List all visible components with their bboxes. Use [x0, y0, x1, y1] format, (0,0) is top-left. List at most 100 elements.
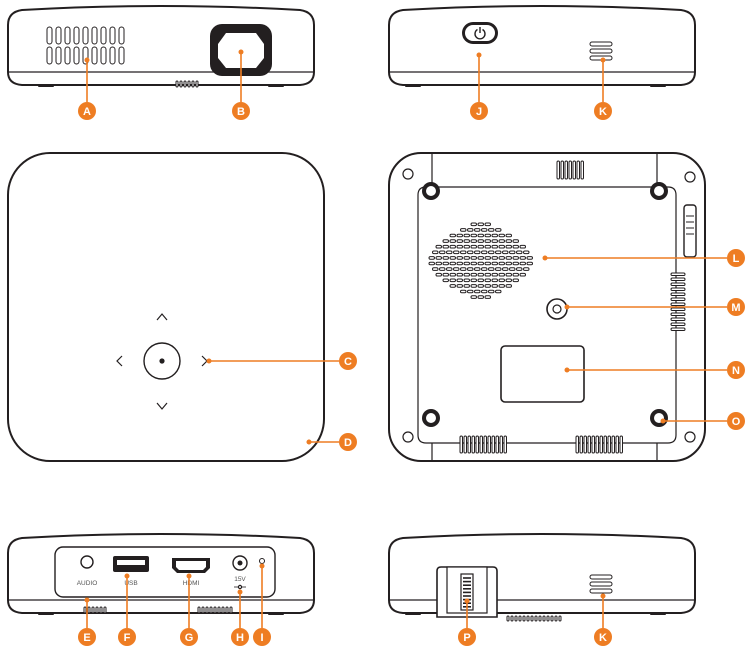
callout-m: [727, 298, 745, 316]
vent-slot: [467, 435, 471, 454]
vent-slot: [479, 435, 483, 454]
hdmi-port[interactable]: [172, 558, 210, 573]
audio-jack[interactable]: [80, 555, 94, 569]
vent-slot: [82, 26, 89, 45]
vent-slot: [576, 160, 580, 180]
speaker-slot: [512, 272, 519, 277]
vent-slot: [103, 606, 107, 614]
vent-slot: [611, 435, 615, 454]
speaker-slot: [449, 244, 456, 249]
speaker-slot: [439, 250, 446, 255]
speaker-slot: [516, 250, 523, 255]
callout-d-label: D: [344, 437, 352, 449]
speaker-slot: [491, 256, 498, 260]
callout-b: [232, 102, 250, 120]
usb-label: USB: [124, 580, 137, 587]
speaker-slot: [428, 261, 435, 266]
ok-button[interactable]: [159, 358, 165, 364]
speaker-slot: [488, 250, 495, 255]
vent-slot: [546, 615, 550, 622]
port-side-view: AUDIO USB HDMI 15V: [7, 533, 315, 615]
vent-slot: [603, 435, 607, 454]
speaker-slot: [512, 278, 519, 283]
vent-slot: [670, 307, 686, 311]
chevron-down-icon[interactable]: [156, 402, 168, 410]
reset-hole[interactable]: [259, 558, 265, 564]
vent-slot: [670, 322, 686, 326]
speaker-slot: [481, 250, 488, 255]
vent-slot: [229, 606, 233, 614]
speaker-slot: [449, 261, 456, 266]
callout-p: [458, 628, 476, 646]
front-vent-grille: [46, 26, 125, 65]
speaker-slot: [442, 272, 449, 277]
vent-slot: [591, 435, 595, 454]
speaker-slot: [498, 278, 505, 283]
speaker-slot: [463, 261, 470, 266]
speaker-slot: [477, 295, 484, 299]
power-icon: [474, 27, 486, 40]
chevron-up-icon[interactable]: [156, 313, 168, 321]
usb-port[interactable]: [113, 556, 149, 572]
speaker-slot: [446, 267, 453, 271]
speaker-slot: [498, 256, 505, 260]
speaker-slot: [449, 233, 456, 238]
vent-slot: [564, 160, 568, 180]
vent-slot: [615, 435, 619, 454]
vent-slot: [587, 435, 591, 454]
speaker-slot: [442, 278, 449, 283]
port-side-bottom-vent: [83, 606, 233, 614]
speaker-slot: [442, 239, 449, 243]
speaker-slot: [491, 284, 498, 288]
vent-slot: [670, 282, 686, 286]
speaker-slot: [456, 261, 463, 266]
speaker-slot: [484, 272, 491, 277]
vent-slot: [201, 606, 205, 614]
callout-e: [78, 628, 96, 646]
callout-o-label: O: [732, 416, 741, 428]
speaker-slot: [470, 295, 477, 299]
speaker-slot: [449, 284, 456, 288]
chevron-left-icon[interactable]: [116, 355, 123, 367]
speaker-slot: [467, 250, 474, 255]
callout-j-label: J: [476, 106, 482, 118]
vent-slot: [670, 317, 686, 321]
bottom-speaker-grille: [428, 222, 533, 299]
speaker-slot: [498, 239, 505, 243]
speaker-slot: [460, 250, 467, 255]
speaker-slot: [505, 233, 512, 238]
speaker-slot: [491, 239, 498, 243]
speaker-slot: [435, 244, 442, 249]
speaker-slot: [495, 267, 502, 271]
callout-j: [470, 102, 488, 120]
bottom-vent-lower-left: [459, 435, 507, 454]
callout-i-label: I: [260, 632, 263, 644]
speaker-slot: [463, 233, 470, 238]
vent-slot: [100, 46, 107, 65]
dc-power-jack[interactable]: [232, 555, 248, 571]
speaker-slot: [512, 244, 519, 249]
vent-slot: [175, 80, 179, 88]
speaker-slot: [456, 278, 463, 283]
speaker-slot: [428, 256, 435, 260]
power-button[interactable]: [462, 22, 498, 44]
speaker-slot: [477, 244, 484, 249]
vent-slot: [118, 46, 125, 65]
speaker-slot: [460, 267, 467, 271]
focus-side-bottom-vent: [506, 615, 562, 622]
speaker-slot: [474, 289, 481, 294]
front-view: [7, 5, 315, 88]
speaker-slot: [470, 256, 477, 260]
vent-slot: [83, 606, 87, 614]
vent-slot: [225, 606, 229, 614]
vent-slot: [91, 606, 95, 614]
speaker-slot: [477, 261, 484, 266]
speaker-slot: [488, 267, 495, 271]
speaker-slot: [474, 267, 481, 271]
speaker-slot: [488, 289, 495, 294]
callout-k-side-label: K: [599, 632, 607, 644]
speaker-slot: [456, 272, 463, 277]
navigation-pad[interactable]: [116, 313, 208, 410]
vent-slot: [118, 26, 125, 45]
